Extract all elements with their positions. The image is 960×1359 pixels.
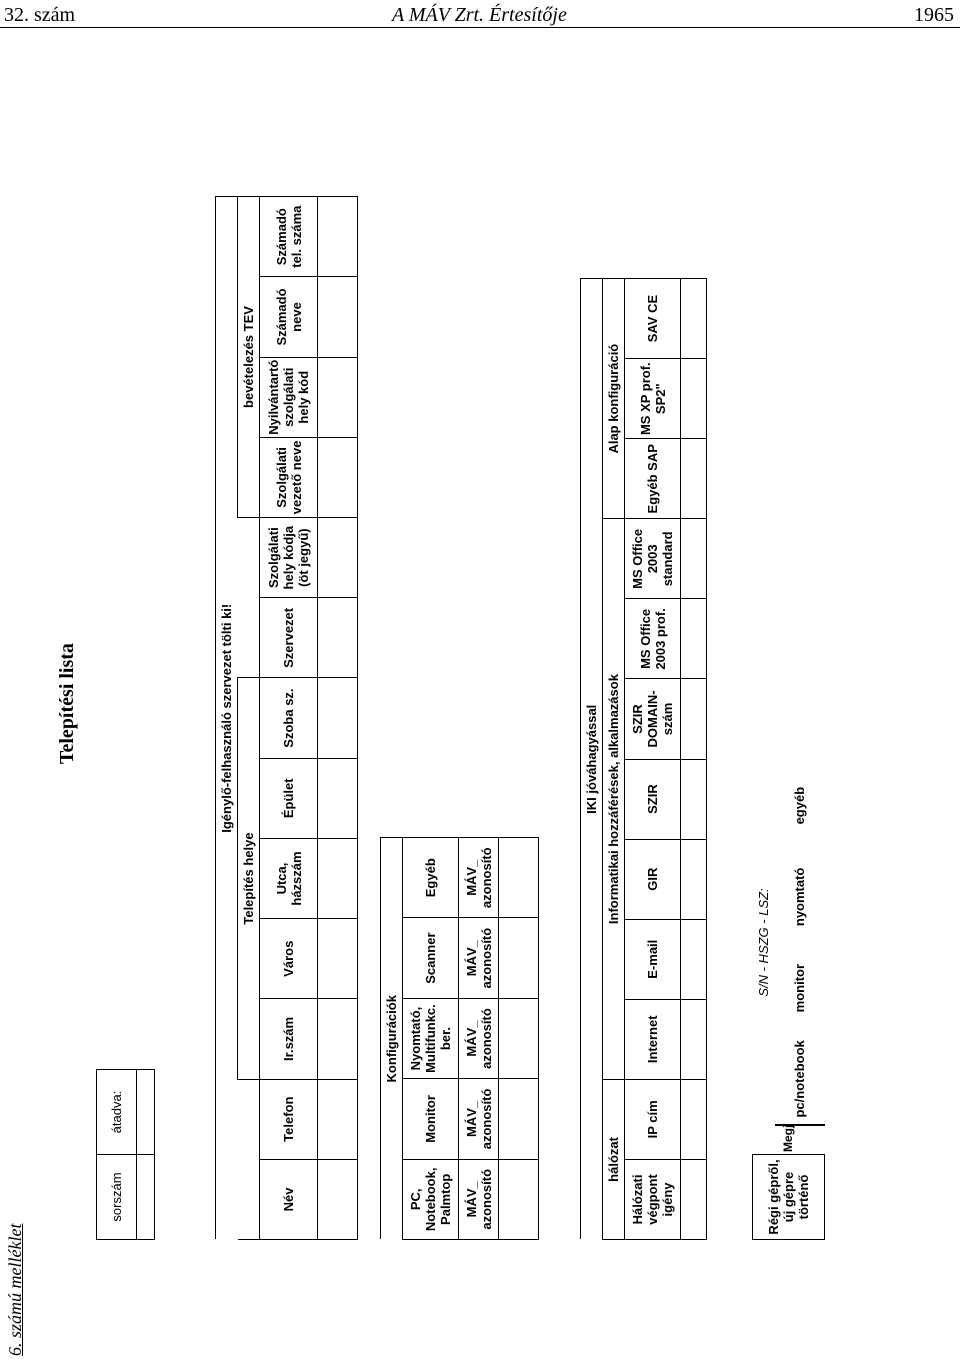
header-rule (0, 27, 960, 28)
old-monitor: monitor (792, 963, 807, 1013)
config-pc-value[interactable] (498, 1159, 539, 1240)
iki-other-sap: Egyéb SAP (624, 438, 681, 519)
config-table: Konfigurációk PC, Notebook, Palmtop Moni… (380, 837, 539, 1240)
iki-msxp: MS XP prof. SP2" (624, 358, 681, 439)
cell-site-code[interactable] (317, 517, 358, 598)
page-title: Telepítési lista (56, 643, 78, 764)
iki-internet: Internet (624, 999, 681, 1080)
col-manager: Szolgálati vezető neve (259, 437, 318, 518)
iki-email: E-mail (624, 919, 681, 1000)
iki-banner: IKI jóváhagyással (580, 278, 603, 1240)
header-issue: 32. szám (4, 4, 76, 26)
location-group: Telepítés helye (237, 677, 260, 1080)
iki-szir-domain: SZIR DOMAIN-szám (624, 678, 681, 760)
old-pc: pc/notebook (774, 1033, 825, 1125)
config-pc-id: MÁV_ azonosító (458, 1159, 499, 1240)
col-phone: Telefon (259, 1079, 318, 1160)
config-scanner-id: MÁV_ azonosító (458, 917, 499, 999)
handed-over-label: átadva: (96, 1069, 137, 1155)
iki-table: IKI jóváhagyással hálózat Informatikai h… (580, 278, 707, 1240)
iki-endpoint-value[interactable] (680, 1159, 707, 1240)
col-accountant-name: Számadó neve (259, 276, 318, 358)
cell-zip[interactable] (317, 998, 358, 1080)
col-building: Épület (259, 758, 318, 839)
col-city: Város (259, 918, 318, 999)
config-other-id: MÁV_ azonosító (458, 837, 499, 918)
iki-office-std: MS Office 2003 standard (624, 518, 681, 599)
requester-banner: Igénylő-felhasználó szervezet tölti ki! (215, 196, 238, 1240)
note-label: Megjegyzés (753, 1125, 825, 1155)
cell-room[interactable] (317, 677, 358, 759)
iki-office-std-value[interactable] (680, 518, 707, 599)
cell-manager[interactable] (317, 437, 358, 518)
col-zip: Ir.szám (259, 998, 318, 1080)
access-group: Informatikai hozzáférések, alkalmazások (602, 518, 625, 1080)
iki-sav-value[interactable] (680, 278, 707, 359)
header-page-number: 1965 (914, 4, 954, 26)
sn-label: S/N - HSZG - LSZ: (756, 888, 771, 997)
config-printer-id: MÁV_ azonosító (458, 998, 499, 1079)
old-printer: nyomtató (792, 867, 807, 927)
handed-over-value[interactable] (136, 1069, 155, 1155)
col-organization: Szervezet (259, 597, 318, 678)
cell-street[interactable] (317, 838, 358, 919)
iki-szir: SZIR (624, 759, 681, 840)
config-printer: Nyomtató, Multifunkc. ber. (402, 998, 459, 1079)
cell-building[interactable] (317, 758, 358, 839)
config-monitor: Monitor (402, 1078, 459, 1160)
iki-msxp-value[interactable] (680, 358, 707, 439)
iki-gir-value[interactable] (680, 839, 707, 920)
iki-endpoint: Hálózati végpont igény (624, 1159, 681, 1240)
iki-gir: GIR (624, 839, 681, 920)
col-room: Szoba sz. (259, 677, 318, 759)
iki-ip: IP cím (624, 1079, 681, 1160)
config-monitor-value[interactable] (498, 1078, 539, 1160)
col-site-code: Szolgálati hely kódja (öt jegyű) (259, 517, 318, 598)
iki-domain-value[interactable] (680, 678, 707, 760)
tev-group: bevételezés TEV (237, 196, 260, 518)
requester-table: Igénylő-felhasználó szervezet tölti ki! … (215, 196, 358, 1240)
header-journal: A MÁV Zrt. Értesítője (392, 4, 567, 26)
serial-label: sorszám (96, 1154, 137, 1240)
config-other-value[interactable] (498, 837, 539, 918)
old-other: egyéb (792, 786, 807, 825)
col-name: Név (259, 1159, 318, 1240)
cell-accountant-name[interactable] (317, 276, 358, 358)
old-machine-table: Régi gépről, új gépre történő Megjegyzés… (752, 760, 825, 1240)
col-accountant-phone: Számadó tel. száma (259, 196, 318, 277)
serial-box: sorszám átadva: (96, 1069, 155, 1240)
iki-sav: SAV CE (624, 278, 681, 359)
attachment-label: 6. számú melléklet (5, 1223, 25, 1356)
base-config-group: Alap konfiguráció (602, 278, 625, 519)
cell-registry-code[interactable] (317, 357, 358, 438)
cell-accountant-phone[interactable] (317, 196, 358, 277)
col-street: Utca, házszám (259, 838, 318, 919)
config-monitor-id: MÁV_ azonosító (458, 1078, 499, 1160)
config-printer-value[interactable] (498, 998, 539, 1079)
iki-office-prof-value[interactable] (680, 598, 707, 679)
cell-phone[interactable] (317, 1079, 358, 1160)
config-scanner-value[interactable] (498, 917, 539, 999)
config-other: Egyéb (402, 837, 459, 918)
serial-value[interactable] (136, 1154, 155, 1240)
col-registry-code: Nyilvántartó szolgálati hely kód (259, 357, 318, 438)
cell-city[interactable] (317, 918, 358, 999)
config-banner: Konfigurációk (380, 837, 403, 1240)
iki-sap-value[interactable] (680, 438, 707, 519)
config-pc: PC, Notebook, Palmtop (402, 1159, 459, 1240)
iki-internet-value[interactable] (680, 999, 707, 1080)
iki-ip-value[interactable] (680, 1079, 707, 1160)
old-machine-label: Régi gépről, új gépre történő (752, 1154, 825, 1240)
cell-organization[interactable] (317, 597, 358, 678)
config-scanner: Scanner (402, 917, 459, 999)
iki-office-prof: MS Office 2003 prof. (624, 598, 681, 679)
iki-szir-value[interactable] (680, 759, 707, 840)
iki-email-value[interactable] (680, 919, 707, 1000)
network-group: hálózat (602, 1079, 625, 1240)
cell-name[interactable] (317, 1159, 358, 1240)
